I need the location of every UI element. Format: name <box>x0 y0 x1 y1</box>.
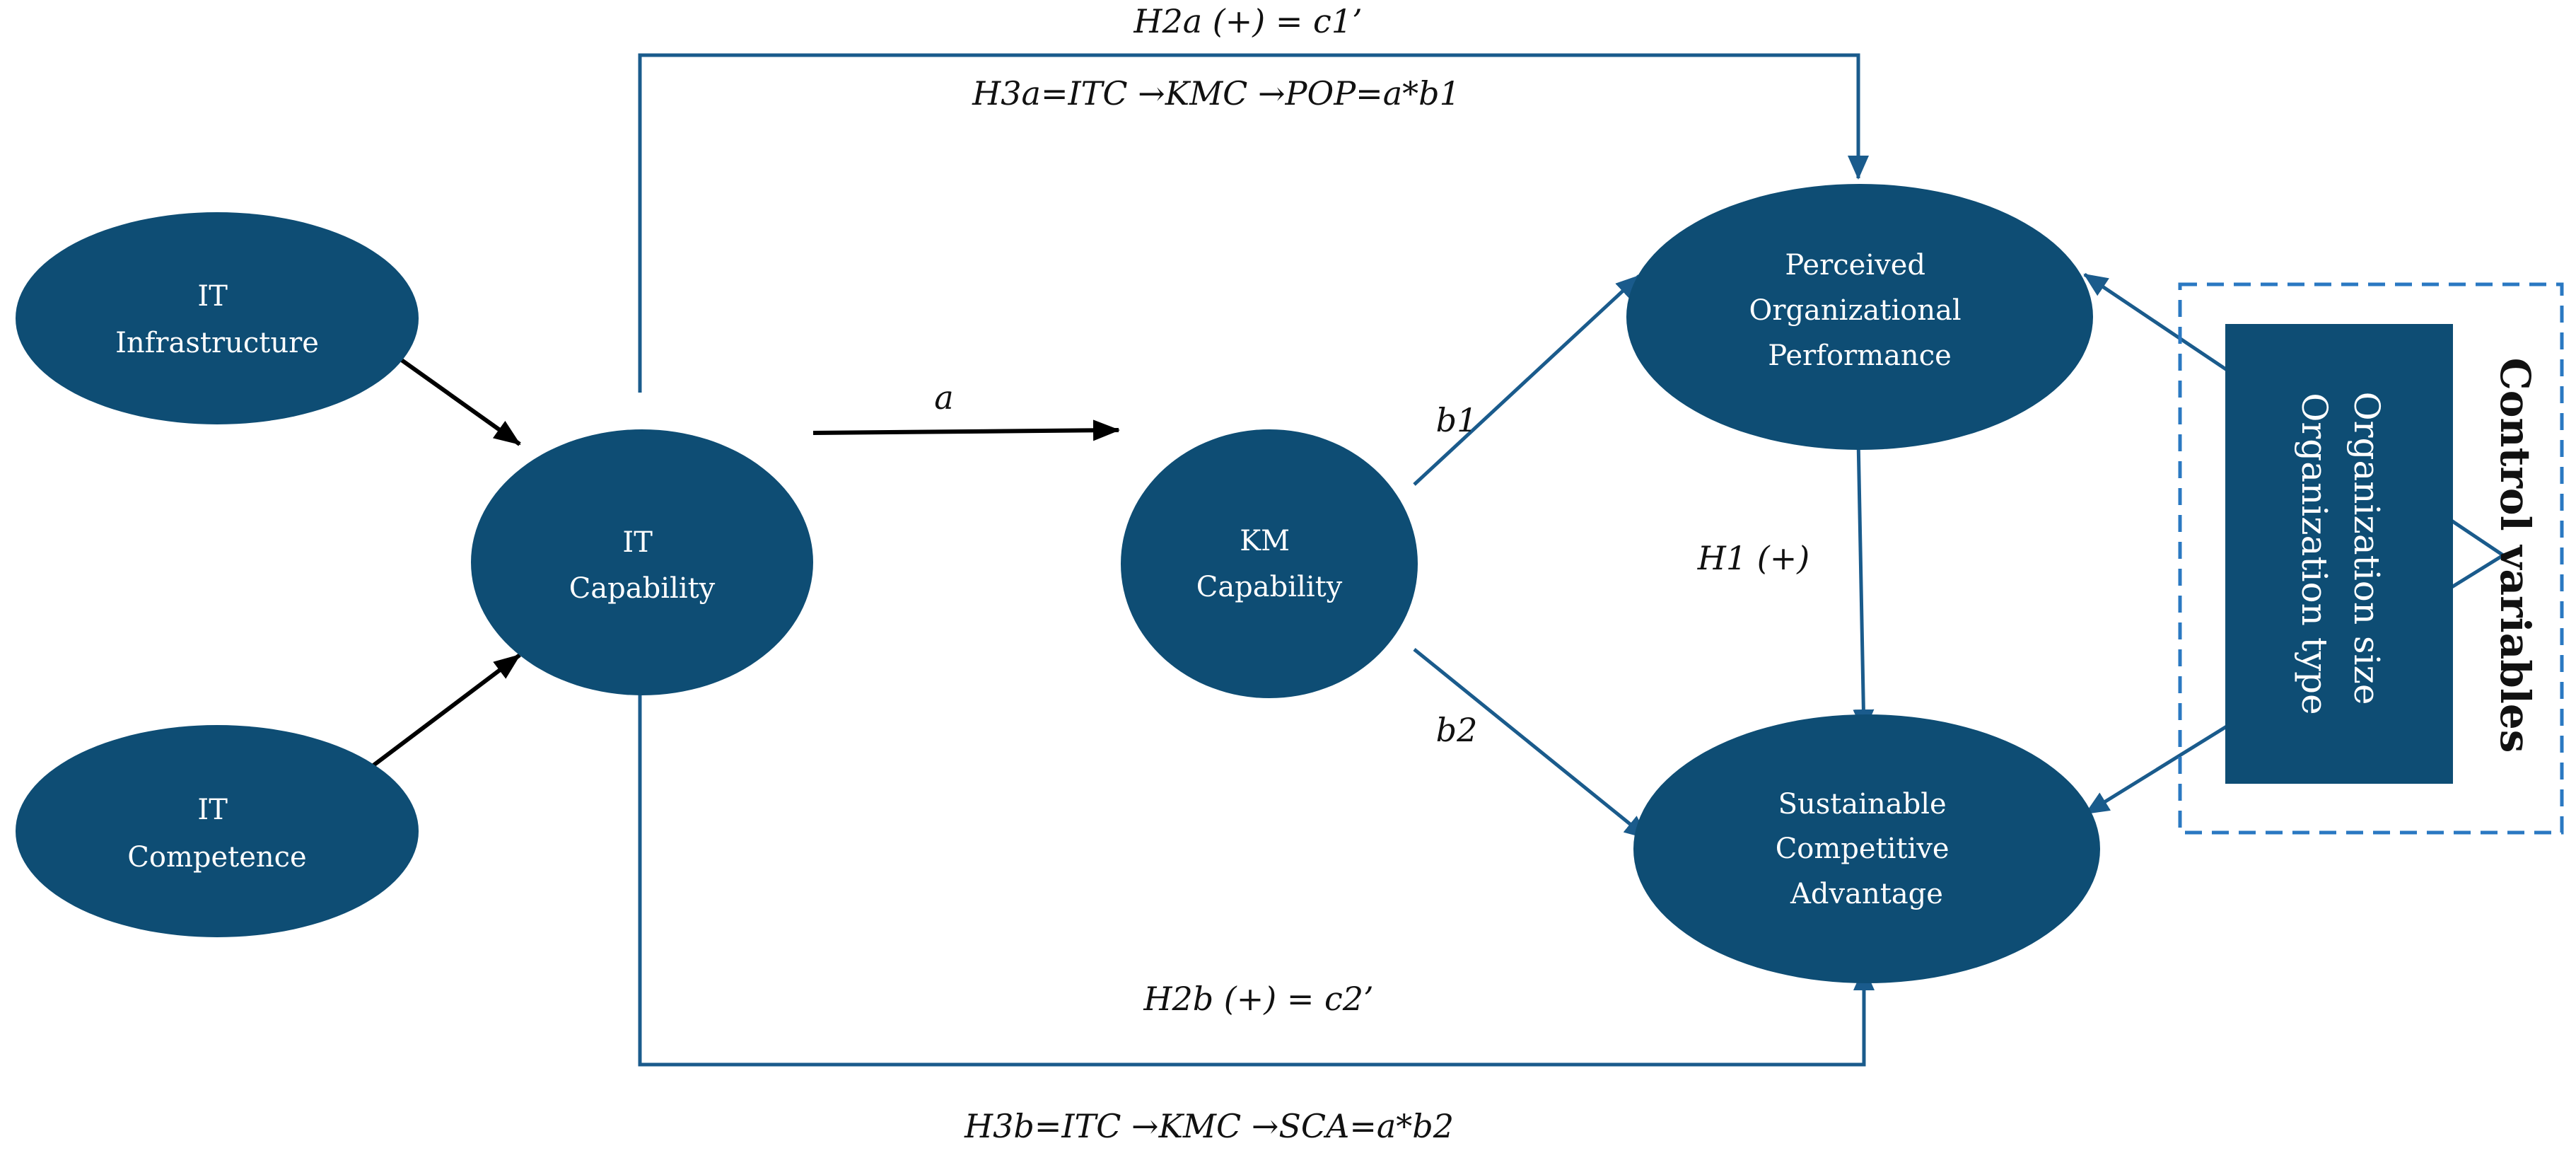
arrow-km-to-performance <box>1413 274 1640 486</box>
control-item-organization-size: Organization size <box>2346 392 2387 705</box>
label-b1: b1 <box>1436 401 1478 439</box>
node-performance-line-3: Performance <box>1768 340 1952 372</box>
node-perceived-organizational-performance: Perceived Organizational Performance <box>1626 184 2093 450</box>
label-h2b: H2b (+) = c2’ <box>1143 980 1373 1018</box>
node-km-capability-line-1: KM <box>1240 525 1290 557</box>
arrow-km-to-advantage <box>1413 648 1649 840</box>
control-variables-dashed-border <box>2178 282 2564 835</box>
node-km-capability-line-2: Capability <box>1196 571 1343 603</box>
node-it-capability-line-1: IT <box>622 526 653 559</box>
svg-text:Organization size Orga: Organization size Organization type <box>2294 392 2387 717</box>
svg-text:Sustainable Competitive: Sustainable Competitive Advantage <box>1776 788 1959 910</box>
node-advantage-line-2: Competitive <box>1776 833 1950 865</box>
label-h3a: H3a=ITC →KMC →POP=a*b1 <box>972 74 1460 112</box>
node-it-competence-line-2: Competence <box>127 841 306 874</box>
label-a: a <box>934 378 953 417</box>
label-h2a: H2a (+) = c1’ <box>1133 2 1362 40</box>
svg-text:IT Capability: IT Capability <box>569 526 716 605</box>
label-h3b: H3b=ITC →KMC →SCA=a*b2 <box>964 1107 1454 1145</box>
control-item-organization-type: Organization type <box>2294 393 2335 714</box>
arrow-competence-to-it-capability <box>372 653 521 767</box>
node-it-infrastructure-line-2: Infrastructure <box>115 327 319 359</box>
svg-text:KM Capability: KM Capability <box>1196 525 1343 603</box>
label-b2: b2 <box>1436 711 1478 749</box>
svg-text:Perceived Organizational: Perceived Organizational Performance <box>1749 249 1971 372</box>
path-h2b-bottom <box>638 690 1875 1067</box>
node-it-competence-line-1: IT <box>197 794 228 826</box>
node-performance-line-1: Perceived <box>1785 249 1925 282</box>
node-sustainable-competitive-advantage: Sustainable Competitive Advantage <box>1633 714 2100 983</box>
control-variables-title: Control variables <box>2491 358 2539 753</box>
path-h2a-top <box>638 53 1869 393</box>
node-it-capability-line-2: Capability <box>569 572 716 605</box>
node-performance-line-2: Organizational <box>1749 294 1962 327</box>
node-km-capability: KM Capability <box>1121 429 1418 698</box>
arrow-it-capability-to-km-capability <box>812 419 1120 441</box>
arrow-performance-to-advantage <box>1853 438 1875 734</box>
node-it-infrastructure-line-1: IT <box>197 280 228 313</box>
control-variables-group: Organization size Organization type Cont… <box>2178 282 2564 835</box>
node-it-infrastructure: IT Infrastructure <box>16 212 419 424</box>
control-variables-panel <box>2225 324 2453 784</box>
svg-text:IT Infrastructure: IT Infrastructure <box>115 280 319 359</box>
node-it-competence: IT Competence <box>16 725 419 937</box>
node-advantage-line-3: Advantage <box>1790 878 1943 910</box>
svg-text:IT Competence: IT Competence <box>127 794 306 874</box>
label-h1: H1 (+) <box>1697 539 1809 577</box>
node-advantage-line-1: Sustainable <box>1778 788 1947 821</box>
node-it-capability: IT Capability <box>471 429 813 695</box>
